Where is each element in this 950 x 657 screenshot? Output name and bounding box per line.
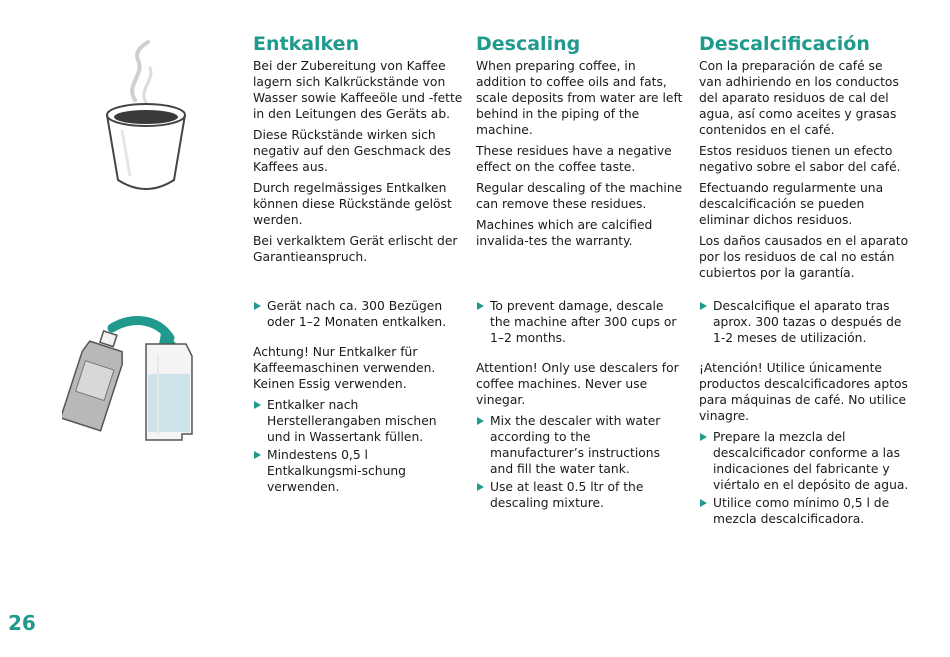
spanish-title: Descalcificación bbox=[699, 33, 870, 55]
english-caution: Attention! Only use descalers for coffee… bbox=[476, 361, 679, 407]
german-title: Entkalken bbox=[253, 33, 360, 55]
english-intro-p1: When preparing coffee, in addition to co… bbox=[476, 59, 683, 137]
spanish-intro-p3: Efectuando regularmente una descalcifica… bbox=[699, 181, 884, 227]
german-intro-p3: Durch regelmässiges Entkalken können die… bbox=[253, 181, 452, 227]
spanish-intro: Descalcificación Con la preparación de c… bbox=[699, 33, 909, 286]
bullet-triangle-icon bbox=[700, 433, 707, 441]
bullet-triangle-icon bbox=[477, 417, 484, 425]
german-instructions: Gerät nach ca. 300 Bezügen oder 1–2 Mona… bbox=[253, 298, 463, 500]
bullet-triangle-icon bbox=[254, 401, 261, 409]
bullet-triangle-icon bbox=[254, 451, 261, 459]
english-intro-p3: Regular descaling of the machine can rem… bbox=[476, 181, 683, 211]
german-intro-p2: Diese Rückstände wirken sich negativ auf… bbox=[253, 128, 451, 174]
english-title: Descaling bbox=[476, 33, 581, 55]
english-step-1: To prevent damage, descale the machine a… bbox=[476, 298, 686, 346]
spanish-step-1: Descalcifique el aparato tras aprox. 300… bbox=[699, 298, 909, 346]
bullet-triangle-icon bbox=[700, 499, 707, 507]
page-number: 26 bbox=[8, 611, 36, 635]
english-instructions: To prevent damage, descale the machine a… bbox=[476, 298, 686, 516]
spanish-intro-p1: Con la preparación de café se van adhiri… bbox=[699, 59, 899, 137]
german-step-3: Mindestens 0,5 l Entkalkungsmi-schung ve… bbox=[253, 447, 463, 495]
german-step-1: Gerät nach ca. 300 Bezügen oder 1–2 Mona… bbox=[253, 298, 463, 330]
spanish-intro-p2: Estos residuos tienen un efecto negativo… bbox=[699, 144, 901, 174]
bullet-triangle-icon bbox=[254, 302, 261, 310]
german-intro-p1: Bei der Zubereitung von Kaffee lagern si… bbox=[253, 59, 463, 121]
german-step-2: Entkalker nach Herstellerangaben mischen… bbox=[253, 397, 463, 445]
coffee-cup-icon bbox=[106, 40, 186, 190]
english-intro-p4: Machines which are calcified invalida-te… bbox=[476, 218, 653, 248]
bullet-triangle-icon bbox=[477, 302, 484, 310]
spanish-intro-p4: Los daños causados en el aparato por los… bbox=[699, 234, 909, 280]
spanish-caution: ¡Atención! Utilice únicamente productos … bbox=[699, 361, 908, 423]
spanish-step-2: Prepare la mezcla del descalcificador co… bbox=[699, 429, 909, 493]
german-caution: Achtung! Nur Entkalker für Kaffeemaschin… bbox=[253, 345, 436, 391]
descaler-bottle-water-tank-icon bbox=[62, 316, 193, 441]
german-intro-p4: Bei verkalktem Gerät erlischt der Garant… bbox=[253, 234, 458, 264]
english-intro-p2: These residues have a negative effect on… bbox=[476, 144, 672, 174]
english-step-3: Use at least 0.5 ltr of the descaling mi… bbox=[476, 479, 686, 511]
bullet-triangle-icon bbox=[477, 483, 484, 491]
spanish-instructions: Descalcifique el aparato tras aprox. 300… bbox=[699, 298, 909, 532]
spanish-step-3: Utilice como mínimo 0,5 l de mezcla desc… bbox=[699, 495, 909, 527]
bullet-triangle-icon bbox=[700, 302, 707, 310]
english-step-2: Mix the descaler with water according to… bbox=[476, 413, 686, 477]
english-intro: Descaling When preparing coffee, in addi… bbox=[476, 33, 686, 254]
german-intro: Entkalken Bei der Zubereitung von Kaffee… bbox=[253, 33, 463, 270]
